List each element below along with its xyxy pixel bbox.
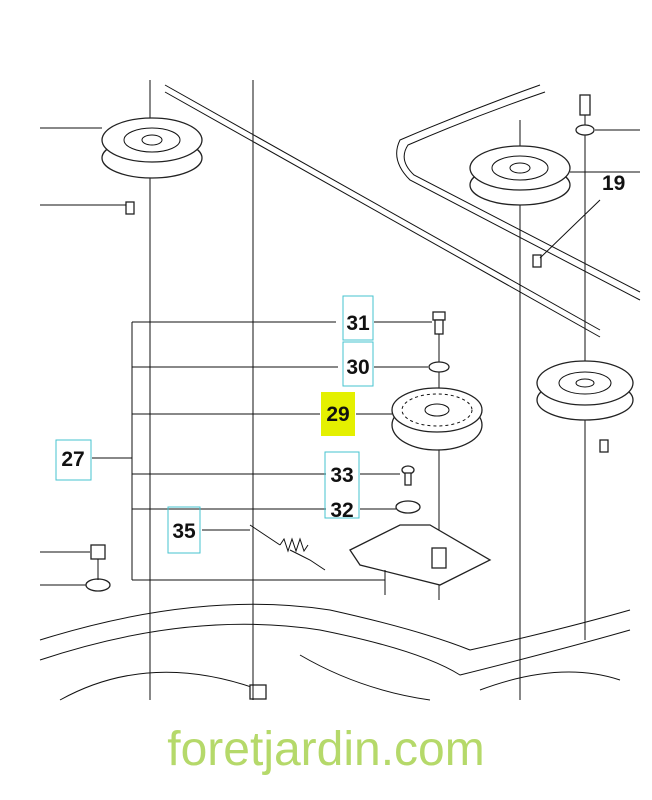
washer-top [575, 124, 595, 136]
pulley-top-left [101, 117, 203, 179]
spacer-32 [395, 500, 421, 514]
bracket-plate [349, 524, 492, 586]
nut-left [90, 544, 106, 560]
washer-30 [428, 361, 450, 373]
mower-deck [39, 603, 631, 701]
callout-33[interactable]: 33 [330, 464, 353, 487]
callout-29[interactable]: 29 [326, 403, 349, 426]
spring-35 [249, 524, 326, 571]
pulley-top-right [469, 145, 571, 206]
key-right [532, 254, 542, 268]
deck-nut [249, 684, 267, 700]
key-left [125, 201, 135, 215]
bolt-top [579, 94, 591, 116]
watermark: foretjardin.com [167, 723, 484, 776]
bolt-31 [432, 311, 446, 335]
callout-31[interactable]: 31 [346, 312, 370, 335]
callout-35[interactable]: 35 [172, 520, 196, 543]
callout-27[interactable]: 27 [61, 448, 84, 471]
callout-30[interactable]: 30 [346, 356, 369, 379]
leader-lines [92, 321, 432, 595]
highlight-29 [321, 392, 355, 436]
callout-19[interactable]: 19 [602, 172, 625, 195]
washer-left [85, 578, 111, 592]
key-right-lower [599, 439, 609, 453]
drive-belt [164, 84, 641, 338]
idler-pulley-29 [391, 387, 483, 451]
callout-32[interactable]: 32 [330, 499, 353, 522]
screw-33 [401, 465, 415, 486]
guide-lines [149, 80, 586, 700]
pulley-right [536, 360, 634, 421]
